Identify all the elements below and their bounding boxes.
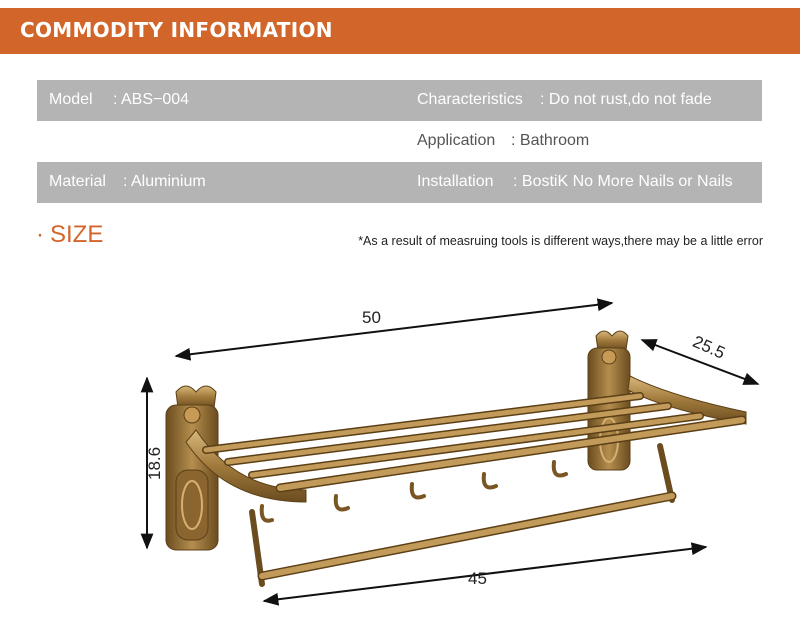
- material-label: Material: [49, 173, 106, 190]
- dim-label-top: 50: [362, 308, 381, 327]
- size-title: SIZE: [50, 221, 104, 248]
- left-wall-bracket: [165, 385, 219, 551]
- dim-label-depth: 25.5: [690, 332, 728, 363]
- upper-shelf-rails: [202, 392, 747, 493]
- spec-row-application: Application : Bathroom: [37, 121, 762, 162]
- dim-arrow-bottom: [262, 542, 708, 606]
- characteristics-value: : Do not rust,do not fade: [540, 91, 712, 108]
- model-label: Model: [49, 91, 93, 108]
- model-value: : ABS−004: [113, 91, 190, 108]
- spec-table: Model : ABS−004 Characteristics : Do not…: [37, 80, 762, 203]
- dim-arrow-depth: [640, 339, 760, 385]
- spec-row-material: Material : Aluminium Installation : Bost…: [37, 162, 762, 203]
- lower-towel-bar: [249, 443, 677, 587]
- towel-rack-diagram: 50 25.5 18.6 45: [140, 298, 760, 606]
- size-heading: ·SIZE: [36, 221, 103, 249]
- dim-arrow-top: [174, 298, 614, 361]
- application-value: : Bathroom: [511, 132, 590, 149]
- measurement-note: *As a result of measruing tools is diffe…: [358, 234, 763, 248]
- installation-label: Installation: [417, 173, 494, 190]
- header-title: COMMODITY INFORMATION: [20, 18, 333, 42]
- dim-label-height: 18.6: [145, 447, 164, 480]
- bullet-dot: ·: [36, 221, 44, 248]
- header-banner: COMMODITY INFORMATION: [0, 8, 800, 54]
- hooks: [259, 460, 568, 523]
- application-label: Application: [417, 132, 496, 149]
- spec-row-model: Model : ABS−004 Characteristics : Do not…: [37, 80, 762, 121]
- installation-value: : BostiK No More Nails or Nails: [513, 173, 733, 190]
- right-arm: [627, 375, 747, 425]
- dim-label-bottom: 45: [468, 569, 487, 588]
- material-value: : Aluminium: [123, 173, 206, 190]
- characteristics-label: Characteristics: [417, 91, 523, 108]
